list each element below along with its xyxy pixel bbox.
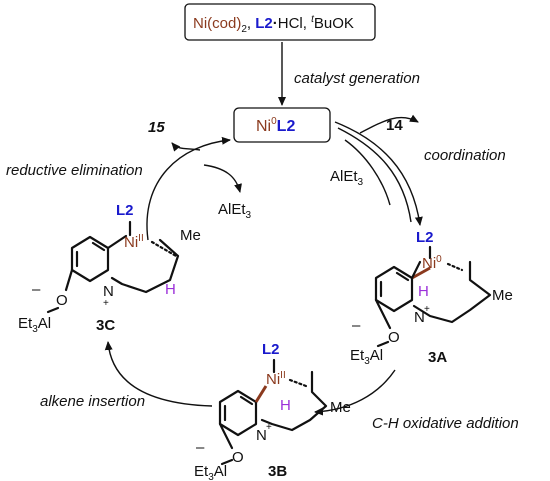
al-o-bond-3a: [376, 340, 390, 348]
cho-addition-arrow: [314, 369, 396, 416]
nitrogen-3a: N: [414, 309, 425, 326]
minus-3a: –: [352, 317, 361, 334]
alkyl-chain-3b: [260, 370, 328, 432]
hydride-3a: H: [418, 283, 429, 300]
ligand-3b: L2: [262, 341, 280, 358]
alet3-in-curve: [344, 139, 391, 206]
minus-3c: –: [32, 281, 41, 298]
pyridine-double-bonds-3b: [223, 395, 254, 422]
al-o-bond-3c: [46, 306, 60, 314]
ligand-3a: L2: [416, 229, 434, 246]
substrate-in-arrow: [359, 114, 419, 134]
al-3c: Et3Al: [18, 315, 51, 335]
cho-addition-label: C-H oxidative addition: [372, 415, 519, 432]
alkyl-chain-3a: [412, 260, 492, 324]
methyl-3a: Me: [492, 287, 513, 304]
metal-3a: Ni0: [422, 254, 442, 272]
alet3-in-label: AlEt3: [330, 168, 364, 188]
oxygen-3b: O: [232, 449, 244, 466]
intermediate-3c: L2 NiII Me H N + O – Et3Al 3C: [18, 202, 201, 335]
coordination-arrow-second: [337, 127, 412, 223]
ni-alkene-3a: [446, 262, 464, 272]
product-release-arrow: [171, 142, 201, 152]
reductive-elimination-arrow: [146, 136, 231, 241]
pyridine-double-bonds-3a: [379, 271, 410, 298]
reagent-text: Ni(cod)2, L2·HCl, tBuOK: [193, 14, 354, 35]
methyl-3c: Me: [180, 227, 201, 244]
oxygen-3a: O: [388, 329, 400, 346]
reductive-elimination-label: reductive elimination: [6, 162, 143, 179]
label-3b: 3B: [268, 463, 287, 480]
intermediate-3a: L2 Ni0 Me H N + O – Et3Al 3A: [350, 229, 513, 367]
c-ni-bond-3b: [254, 385, 268, 403]
c-ni-bond-3c: [106, 234, 128, 250]
coordination-label: coordination: [424, 147, 506, 164]
alet3-out-label: AlEt3: [218, 201, 252, 221]
al-o-bond-3b: [220, 458, 234, 466]
nitrogen-3b: N: [256, 427, 267, 444]
plus-3b: +: [266, 422, 272, 433]
ni-alkene-3b: [288, 378, 308, 388]
catalyst-text: Ni0L2: [256, 116, 295, 135]
catalyst-box: Ni0L2: [233, 107, 331, 143]
c-o-bond-3c: [64, 268, 74, 292]
hydride-3b: H: [280, 397, 291, 414]
plus-3a: +: [424, 304, 430, 315]
coordination-arrow: [334, 121, 423, 226]
plus-3c: +: [103, 298, 109, 309]
reagent-box: Ni(cod)2, L2·HCl, tBuOK: [184, 3, 376, 41]
substrate-14-label: 14: [386, 117, 403, 134]
c-o-bond-3b: [218, 422, 234, 450]
catalyst-generation-label: catalyst generation: [294, 70, 420, 87]
product-15-label: 15: [148, 119, 165, 136]
label-3a: 3A: [428, 349, 447, 366]
metal-3b: NiII: [266, 370, 286, 388]
methyl-3b: Me: [330, 399, 351, 416]
metal-3c: NiII: [124, 233, 144, 251]
intermediate-3b: L2 NiII Me H N + O – Et3Al 3B: [194, 341, 351, 481]
alkene-insertion-arrow: [104, 341, 213, 407]
minus-3b: –: [196, 439, 205, 456]
alet3-release-arrow: [203, 164, 242, 193]
nitrogen-3c: N: [103, 283, 114, 300]
oxygen-3c: O: [56, 292, 68, 309]
hydride-3c: H: [165, 281, 176, 298]
alkene-insertion-label: alkene insertion: [40, 393, 145, 410]
ligand-3c: L2: [116, 202, 134, 219]
pyridine-double-bonds-3c: [75, 241, 106, 268]
al-3b: Et3Al: [194, 463, 227, 481]
c-h-bond-3a: [411, 266, 431, 280]
c-o-bond-3a: [374, 298, 392, 330]
ni-c-bond-3c: [150, 240, 178, 258]
al-3a: Et3Al: [350, 347, 383, 367]
alkyl-chain-3c: [110, 238, 180, 294]
label-3c: 3C: [96, 317, 115, 334]
c-ni-bond-3a: [410, 260, 422, 280]
